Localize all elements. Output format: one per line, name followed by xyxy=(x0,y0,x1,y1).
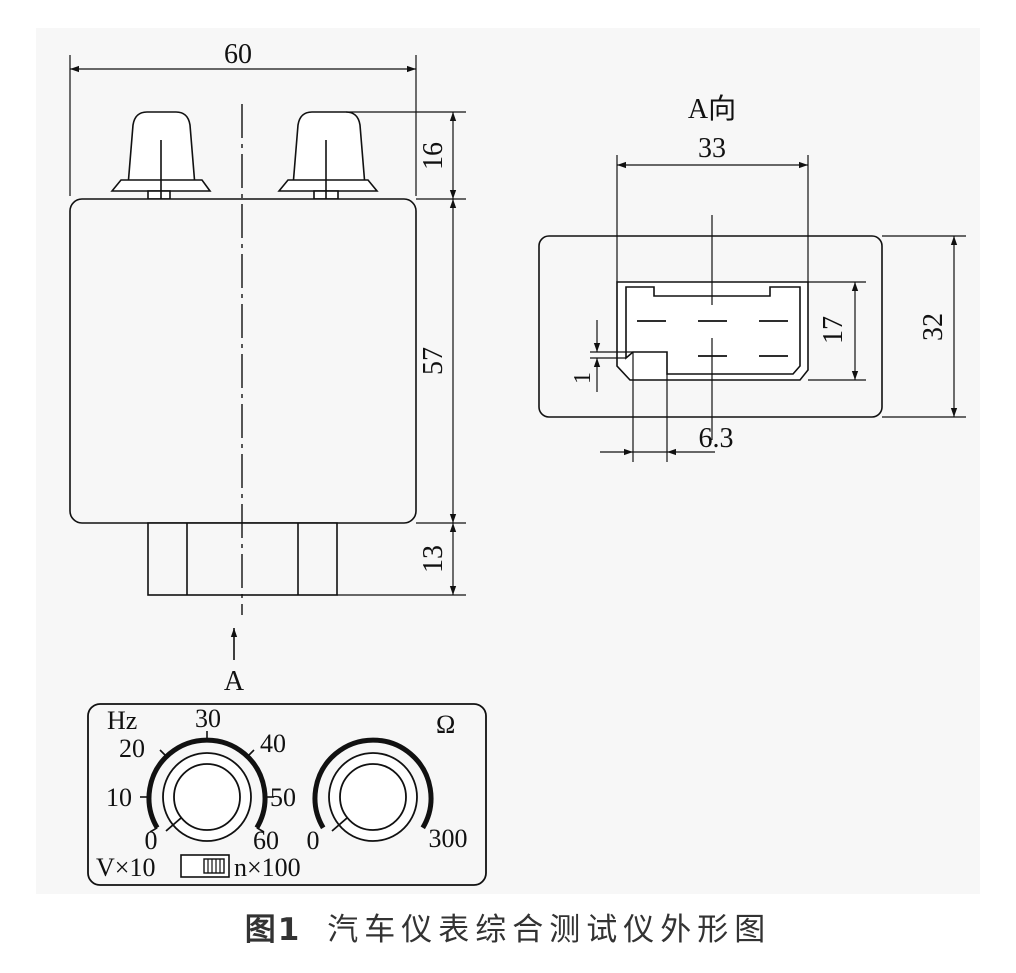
ohm-unit: Ω xyxy=(436,710,455,739)
hz-pointer xyxy=(165,817,182,832)
dim-base-label: 13 xyxy=(418,545,449,573)
ohm-label-min: 0 xyxy=(307,826,320,855)
hz-label-10: 10 xyxy=(106,783,132,812)
view-arrow-label: A xyxy=(224,666,245,697)
housing-body xyxy=(69,198,417,524)
hz-unit: Hz xyxy=(107,706,137,735)
dim-gap-label: 1 xyxy=(570,372,596,384)
ohm-dial xyxy=(312,737,434,842)
front-panel: Hz 0 10 20 30 40 50 60 Ω 0 300 V×10 xyxy=(87,703,487,886)
dim-connector-width-label: 33 xyxy=(698,133,726,164)
figure-caption: 图1 汽车仪表综合测试仪外形图 xyxy=(0,904,1016,949)
switch-left-label: V×10 xyxy=(96,853,155,882)
hz-scale-arc xyxy=(146,737,268,830)
hz-label-20: 20 xyxy=(119,734,145,763)
end-view-title: A向 xyxy=(688,93,736,125)
technical-drawing: 60 16 57 13 A A向 xyxy=(69,39,966,886)
right-knob xyxy=(292,111,366,187)
hz-label-50: 50 xyxy=(270,783,296,812)
hz-label-30: 30 xyxy=(195,704,221,733)
dim-pitch-label: 6.3 xyxy=(699,423,734,454)
end-view xyxy=(538,215,883,440)
left-knob-stem xyxy=(147,190,171,200)
right-knob-skirt xyxy=(277,179,379,192)
ohm-label-max: 300 xyxy=(429,824,468,853)
dim-body-label: 57 xyxy=(418,347,449,375)
ohm-pointer xyxy=(331,817,348,832)
dim-width-label: 60 xyxy=(224,39,252,70)
hz-label-0: 0 xyxy=(145,826,158,855)
hz-dial xyxy=(140,731,274,842)
ohm-scale-arc xyxy=(312,737,434,830)
figure-title: 汽车仪表综合测试仪外形图 xyxy=(327,912,772,948)
side-view xyxy=(69,104,417,660)
hz-ticks xyxy=(140,731,274,833)
hz-label-40: 40 xyxy=(260,729,286,758)
dim-end-height-label: 32 xyxy=(918,313,949,341)
switch-right-label: n×100 xyxy=(234,853,301,882)
dim-connector-height-label: 17 xyxy=(818,316,849,344)
dim-knob-label: 16 xyxy=(418,142,449,170)
hz-label-60: 60 xyxy=(253,826,279,855)
figure-number: 图1 xyxy=(244,912,302,948)
mode-switch xyxy=(180,854,230,878)
